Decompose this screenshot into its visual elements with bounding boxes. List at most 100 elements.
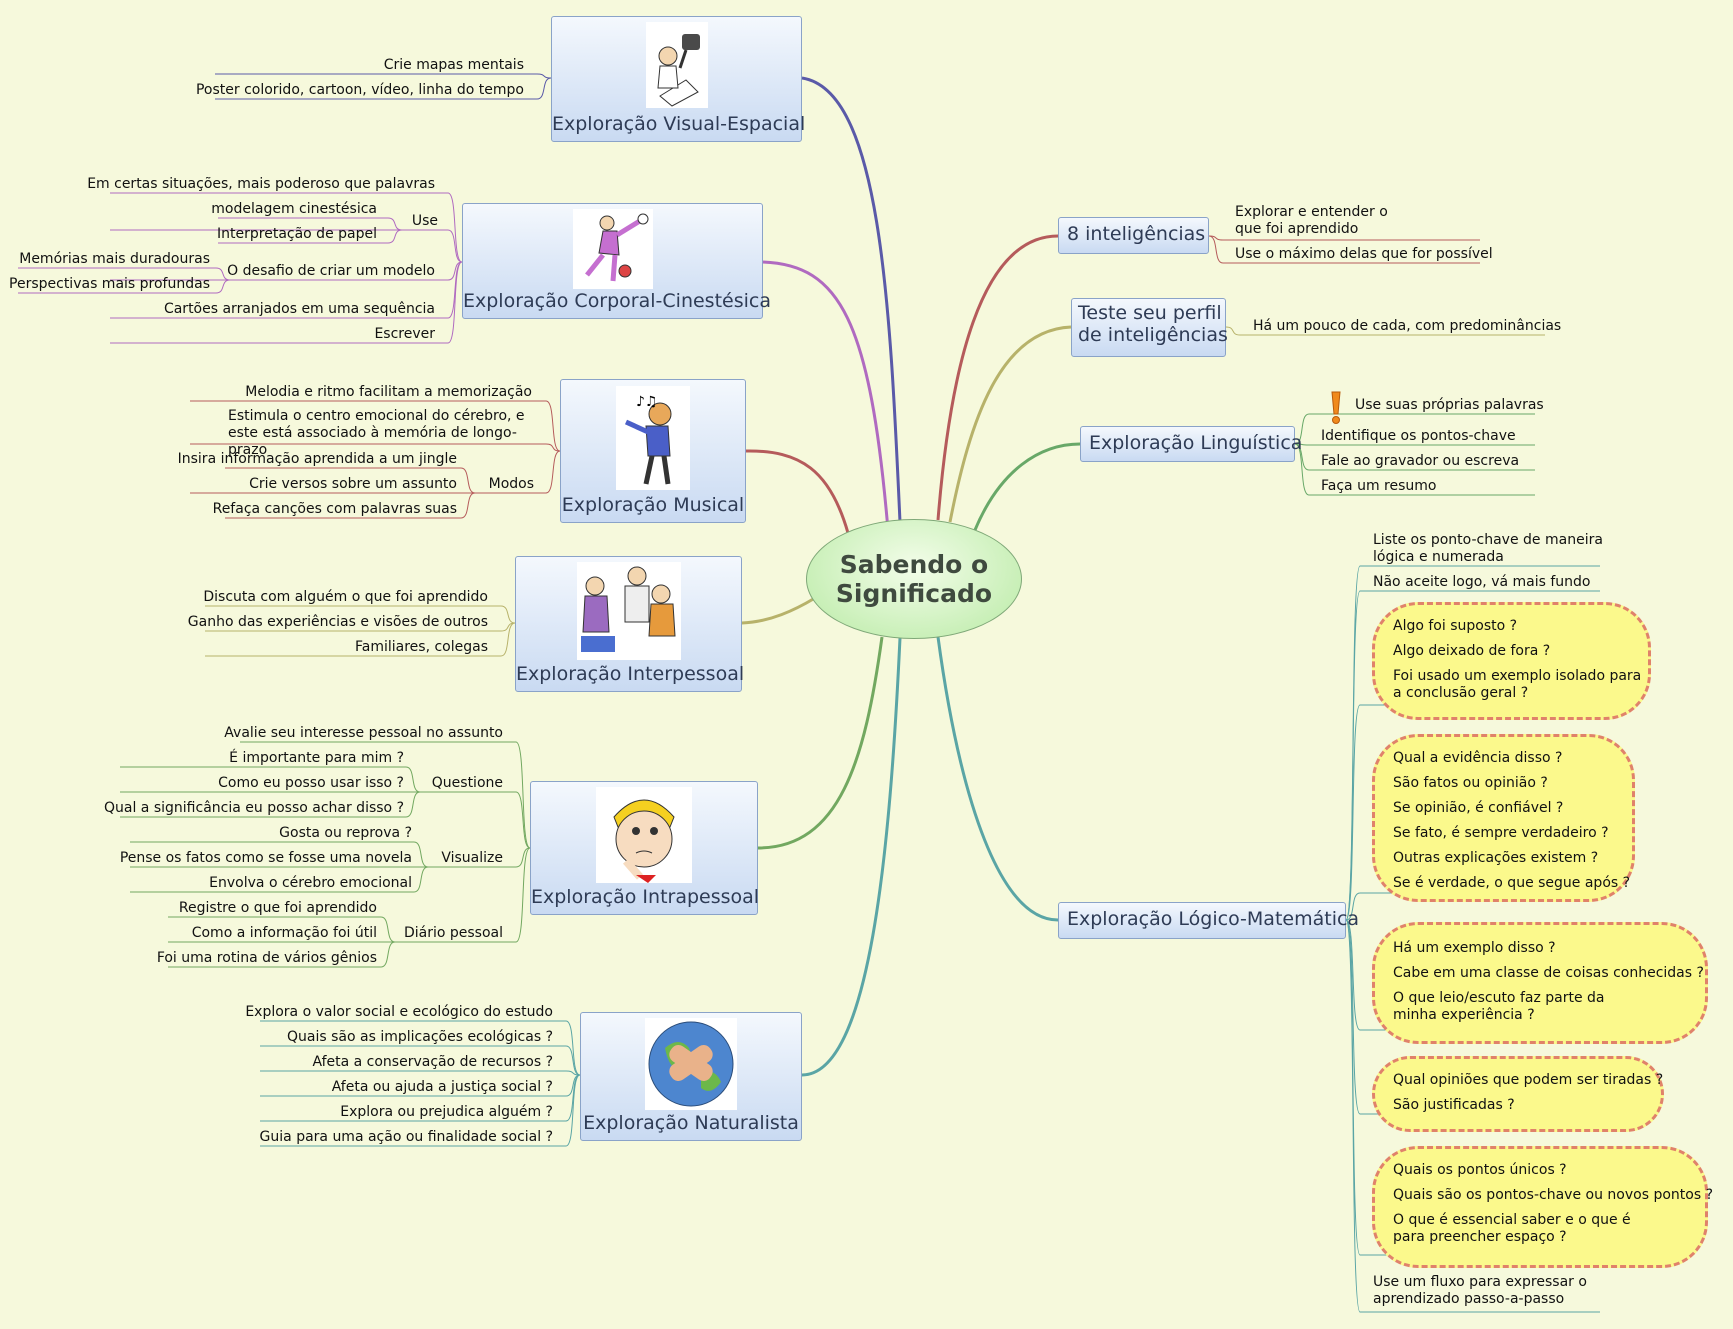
leaf[interactable]: Cabe em uma classe de coisas conhecidas … — [1393, 965, 1704, 981]
topic-linguistica[interactable]: Exploração Linguística — [1080, 426, 1303, 462]
leaf[interactable]: Insira informação aprendida a um jingle — [177, 451, 457, 467]
leaf[interactable]: Fale ao gravador ou escreva — [1321, 453, 1520, 469]
globe-bandage-icon — [645, 1018, 737, 1110]
leaf[interactable]: O que leio/escuto faz parte da minha exp… — [1393, 990, 1605, 1023]
people-talking-icon — [576, 562, 681, 660]
leaf[interactable]: Se fato, é sempre verdadeiro ? — [1393, 825, 1609, 841]
svg-text:♪♫: ♪♫ — [636, 394, 658, 410]
leaf[interactable]: Poster colorido, cartoon, vídeo, linha d… — [195, 82, 524, 98]
leaf[interactable]: Há um exemplo disso ? — [1393, 940, 1556, 956]
leaf[interactable]: Se opinião, é confiável ? — [1393, 800, 1564, 816]
central-title-line2: Significado — [835, 579, 993, 608]
leaf[interactable]: Não aceite logo, vá mais fundo — [1373, 574, 1591, 590]
leaf[interactable]: Envolva o cérebro emocional — [209, 875, 412, 891]
leaf[interactable]: Use suas próprias palavras — [1355, 397, 1544, 413]
leaf-visualize[interactable]: Visualize — [441, 850, 503, 866]
central-title-line1: Sabendo o — [839, 550, 989, 579]
leaf[interactable]: Registre o que foi aprendido — [178, 900, 377, 916]
leaf[interactable]: Como eu posso usar isso ? — [218, 775, 404, 791]
leaf[interactable]: São fatos ou opinião ? — [1393, 775, 1548, 791]
leaf[interactable]: Crie versos sobre um assunto — [249, 476, 457, 492]
leaf[interactable]: O que é essencial saber e o que é para p… — [1393, 1212, 1631, 1245]
singer-icon: ♪♫ — [616, 386, 690, 490]
topic-musical[interactable]: ♪♫ Exploração Musical — [560, 379, 746, 523]
leaf[interactable]: Algo foi suposto ? — [1393, 618, 1518, 634]
leaf[interactable]: Há um pouco de cada, com predominâncias — [1253, 318, 1562, 334]
drawing-person-icon — [645, 22, 708, 108]
leaf[interactable]: Use um fluxo para expressar o aprendizad… — [1373, 1274, 1587, 1307]
leaf-modos[interactable]: Modos — [488, 476, 534, 492]
leaf[interactable]: São justificadas ? — [1393, 1097, 1515, 1113]
topic-intrapessoal[interactable]: Exploração Intrapessoal — [530, 781, 760, 915]
leaf[interactable]: Guia para uma ação ou finalidade social … — [259, 1129, 553, 1145]
leaf[interactable]: Quais são as implicações ecológicas ? — [287, 1029, 553, 1045]
leaf[interactable]: Afeta a conservação de recursos ? — [312, 1054, 554, 1070]
leaf[interactable]: Foi usado um exemplo isolado para a conc… — [1393, 668, 1642, 701]
topic-visual-espacial[interactable]: Exploração Visual-Espacial — [551, 16, 806, 142]
topic-title: Exploração Visual-Espacial — [552, 113, 806, 135]
leaf[interactable]: Refaça canções com palavras suas — [212, 501, 457, 517]
leaf[interactable]: Gosta ou reprova ? — [279, 825, 412, 841]
leaf[interactable]: Afeta ou ajuda a justiça social ? — [331, 1079, 553, 1095]
cloud-boundary-1 — [1372, 602, 1651, 720]
leaf[interactable]: Familiares, colegas — [354, 639, 488, 655]
leaf-diario[interactable]: Diário pessoal — [403, 925, 503, 941]
leaf[interactable]: Qual a evidência disso ? — [1393, 750, 1563, 766]
topic-title: Exploração Musical — [561, 494, 745, 516]
topic-8-inteligencias[interactable]: 8 inteligências — [1058, 217, 1209, 254]
leaf[interactable]: Estimula o centro emocional do cérebro, … — [228, 408, 525, 458]
leaf[interactable]: Liste os ponto-chave de maneira lógica e… — [1373, 532, 1603, 565]
leaf[interactable]: Qual a significância eu posso achar diss… — [104, 800, 404, 816]
leaf[interactable]: Memórias mais duradouras — [19, 251, 210, 267]
topic-interpessoal[interactable]: Exploração Interpessoal — [515, 556, 745, 692]
leaf[interactable]: Explorar e entender o que foi aprendido — [1235, 204, 1388, 237]
topic-title: Exploração Intrapessoal — [531, 886, 760, 908]
leaf[interactable]: Identifique os pontos-chave — [1321, 428, 1516, 444]
topic-title: Exploração Linguística — [1089, 432, 1303, 454]
leaf[interactable]: Ganho das experiências e visões de outro… — [187, 614, 488, 630]
leaf[interactable]: Cartões arranjados em uma sequência — [163, 301, 435, 317]
leaf[interactable]: Como a informação foi útil — [191, 925, 377, 941]
cloud-boundary-3 — [1372, 922, 1708, 1044]
leaf[interactable]: Algo deixado de fora ? — [1393, 643, 1551, 659]
leaf[interactable]: Outras explicações existem ? — [1393, 850, 1599, 866]
topic-naturalista[interactable]: Exploração Naturalista — [580, 1012, 802, 1141]
leaf[interactable]: Interpretação de papel — [217, 226, 377, 242]
leaf[interactable]: Foi uma rotina de vários gênios — [156, 950, 377, 966]
leaf[interactable]: É importante para mim ? — [229, 750, 404, 766]
leaf[interactable]: Explora o valor social e ecológico do es… — [245, 1004, 553, 1020]
topic-title: Exploração Corporal-Cinestésica — [463, 290, 771, 312]
topic-title: Exploração Lógico-Matemática — [1067, 908, 1360, 930]
leaf[interactable]: Quais são os pontos-chave ou novos ponto… — [1393, 1187, 1714, 1203]
leaf[interactable]: Crie mapas mentais — [383, 57, 524, 73]
cloud-boundary-2 — [1372, 734, 1635, 902]
leaf[interactable]: Faça um resumo — [1321, 478, 1437, 494]
leaf[interactable]: Avalie seu interesse pessoal no assunto — [224, 725, 503, 741]
leaf[interactable]: Pense os fatos como se fosse uma novela — [119, 850, 412, 866]
cloud-boundary-4 — [1372, 1056, 1664, 1132]
leaf[interactable]: Perspectivas mais profundas — [9, 276, 210, 292]
leaf[interactable]: Explora ou prejudica alguém ? — [340, 1104, 553, 1120]
leaf[interactable]: Qual opiniões que podem ser tiradas ? — [1393, 1072, 1664, 1088]
leaf-questione[interactable]: Questione — [431, 775, 503, 791]
leaf[interactable]: modelagem cinestésica — [211, 201, 377, 217]
topic-corporal-cinestesica[interactable]: Exploração Corporal-Cinestésica — [462, 203, 771, 319]
leaf[interactable]: Melodia e ritmo facilitam a memorização — [245, 384, 532, 400]
leaf[interactable]: Use o máximo delas que for possível — [1235, 246, 1493, 262]
leaf[interactable]: Escrever — [374, 326, 435, 342]
leaf[interactable]: Em certas situações, mais poderoso que p… — [87, 176, 435, 192]
leaf[interactable]: Se é verdade, o que segue após ? — [1393, 875, 1631, 891]
leaf[interactable]: Quais os pontos únicos ? — [1393, 1162, 1567, 1178]
leaf-modelo[interactable]: O desafio de criar um modelo — [227, 263, 435, 279]
topic-title: Exploração Interpessoal — [516, 663, 745, 685]
topic-logico-matematica[interactable]: Exploração Lógico-Matemática — [1058, 902, 1360, 939]
topic-title: 8 inteligências — [1067, 223, 1206, 245]
leaf-use[interactable]: Use — [411, 213, 438, 229]
leaf[interactable]: Discuta com alguém o que foi aprendido — [203, 589, 488, 605]
exclamation-icon — [1331, 391, 1341, 424]
topic-title: Exploração Naturalista — [583, 1112, 799, 1134]
